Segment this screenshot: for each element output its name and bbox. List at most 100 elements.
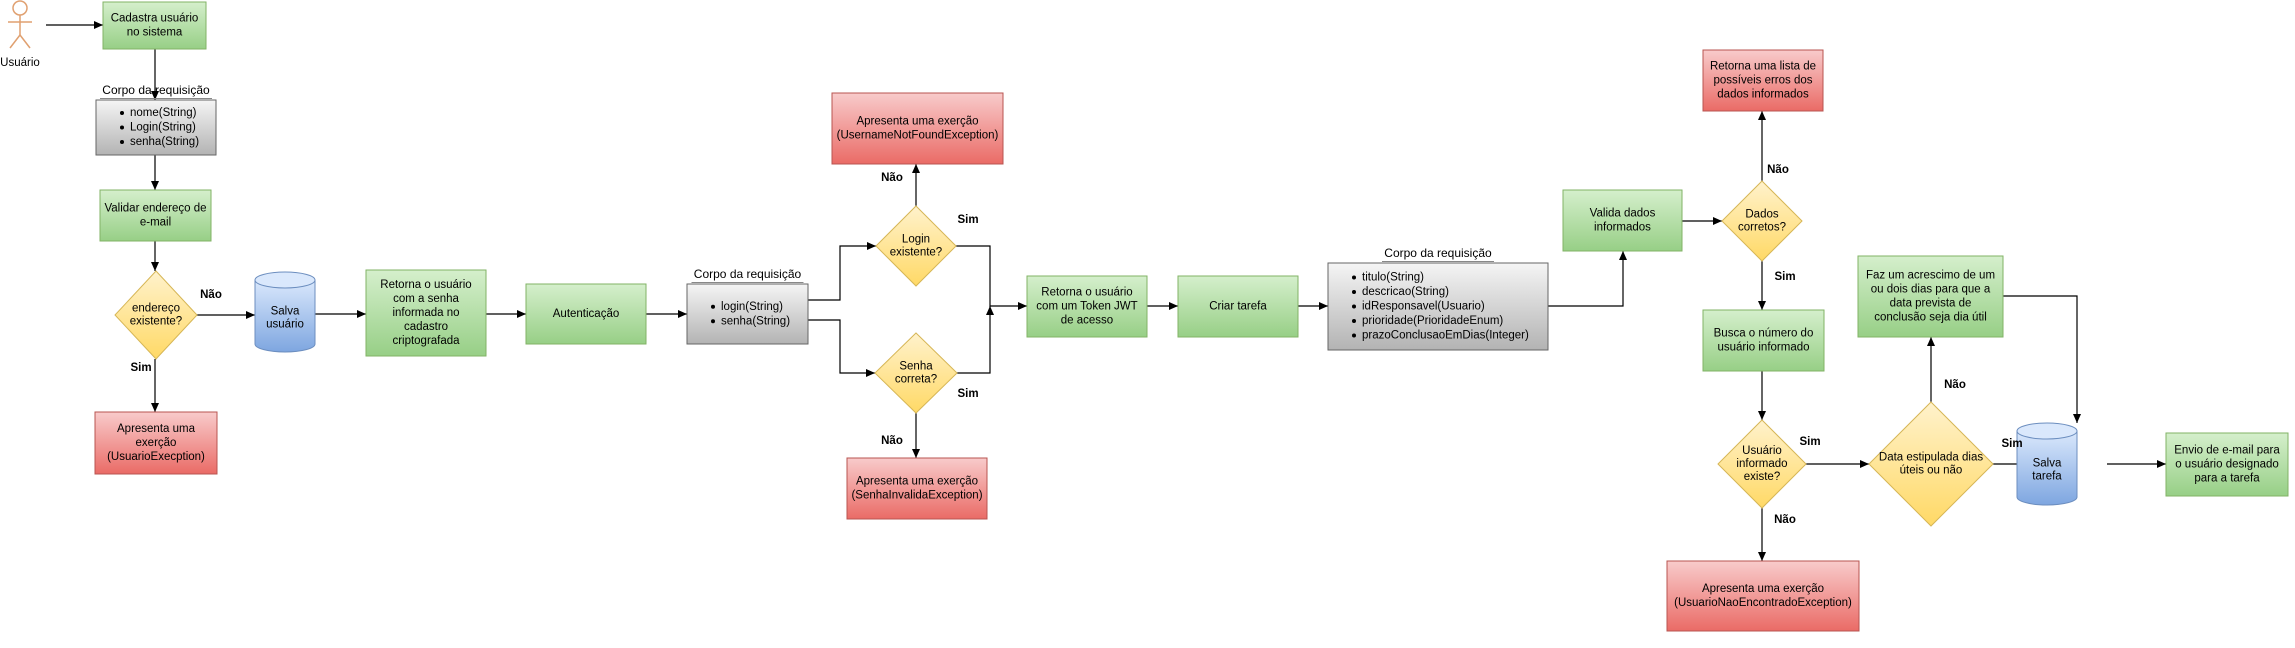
edge-label-sim_exc: Sim — [130, 362, 151, 374]
edge-login-token — [956, 245, 1027, 310]
node-retorna-usuario-shape — [365, 269, 487, 357]
node-corpo-requisicao-3[interactable]: Corpo da requisiçãotitulo(String)descric… — [1327, 246, 1549, 351]
node-validar-email-line: Validar endereço de — [104, 203, 206, 215]
node-exc-usuario-nao-encontrado[interactable]: Apresenta uma exerção(UsuarioNaoEncontra… — [1666, 560, 1860, 632]
edge-label-sim_senha: Sim — [957, 388, 978, 400]
node-retorna-usuario-line: cadastro — [404, 321, 448, 333]
node-envio-email-line: para a tarefa — [2194, 473, 2260, 485]
node-dados-corretos-line: corretos? — [1738, 222, 1786, 234]
node-data-uteis-shape — [1868, 401, 1994, 527]
node-busca-usuario-shape — [1702, 309, 1825, 372]
node-corpo-requisicao-1-title: Corpo da requisição — [102, 83, 210, 97]
actor-usuario[interactable]: Usuário — [0, 0, 40, 69]
node-valida-dados-line: Valida dados — [1590, 208, 1656, 220]
node-validar-email-line: e-mail — [140, 217, 171, 229]
node-senha-correta-shape — [874, 332, 958, 414]
node-salva-tarefa-top — [2016, 422, 2078, 440]
node-salva-tarefa-line: tarefa — [2032, 471, 2062, 483]
node-corpo-requisicao-2[interactable]: Corpo da requisiçãologin(String)senha(St… — [686, 267, 809, 345]
node-endereco-existente-line: existente? — [130, 316, 182, 328]
node-autenticacao[interactable]: Autenticação — [525, 283, 647, 345]
edge-label-nao_acrescimo: Não — [1944, 379, 1966, 391]
edge-corpo3-valida — [1548, 251, 1627, 307]
bullet-icon — [711, 304, 715, 309]
edge-corpo2-senha — [808, 319, 875, 377]
bullet-icon — [120, 140, 124, 144]
edge-label-sim_data: Sim — [1799, 436, 1820, 448]
node-senha-correta-line: correta? — [895, 374, 937, 386]
node-salva-usuario-line: usuário — [266, 319, 304, 331]
node-usuario-existe-line: Usuário — [1742, 445, 1782, 457]
node-endereco-existente-line: endereço — [132, 303, 180, 315]
node-retorna-token-line: com um Token JWT — [1036, 301, 1137, 313]
node-retorna-usuario-line: criptografada — [392, 335, 460, 347]
bullet-icon — [120, 111, 124, 115]
node-acrescimo-line: Faz um acrescimo de um — [1866, 270, 1995, 282]
node-usuario-existe-shape — [1717, 419, 1807, 509]
node-valida-dados-line: informados — [1594, 222, 1651, 234]
node-acrescimo-shape — [1857, 255, 2004, 338]
node-envio-email-shape — [2165, 432, 2289, 497]
edge-label-sim_login: Sim — [957, 214, 978, 226]
node-corpo-requisicao-2-title: Corpo da requisição — [694, 267, 802, 281]
node-exc-username-line: Apresenta uma exerção — [856, 116, 978, 128]
node-retorna-usuario-line: informada no — [392, 307, 459, 319]
node-salva-tarefa-body — [2016, 431, 2078, 506]
node-corpo-requisicao-3-title: Corpo da requisição — [1384, 246, 1492, 260]
node-salva-usuario-top — [254, 271, 316, 289]
node-retorna-erros-line: possíveis erros dos — [1713, 75, 1812, 87]
node-exc-usuario-nao-encontrado-line: (UsuarioNaoEncontradoException) — [1674, 597, 1852, 609]
actor-label: Usuário — [0, 57, 40, 69]
node-exc-usuario-shape — [94, 411, 218, 475]
node-corpo-requisicao-1[interactable]: Corpo da requisiçãonome(String)Login(Str… — [95, 83, 217, 156]
node-corpo-requisicao-2-shape — [686, 283, 809, 345]
bullet-icon — [1352, 275, 1356, 280]
edge-label-sim_busca: Sim — [1774, 271, 1795, 283]
edge-label-nao_username: Não — [881, 172, 903, 184]
edge-label-nao_exc_usuario: Não — [1774, 514, 1796, 526]
node-exc-usuario-line: (UsuarioExecption) — [107, 451, 205, 463]
node-exc-username-line: (UsernameNotFoundException) — [837, 130, 999, 142]
person-leg-right — [19, 34, 31, 49]
edge-label-nao_salva: Não — [200, 289, 222, 301]
node-autenticacao-line: Autenticação — [553, 308, 620, 320]
node-corpo-requisicao-3-shape — [1327, 262, 1549, 351]
node-exc-senha-line: (SenhaInvalidaException) — [851, 490, 982, 502]
node-valida-dados-shape — [1562, 189, 1683, 252]
node-valida-dados[interactable]: Valida dados informados — [1562, 189, 1683, 252]
node-exc-username[interactable]: Apresenta uma exerção (UsernameNotFoundEx… — [831, 92, 1004, 165]
node-retorna-erros-line: dados informados — [1717, 89, 1809, 101]
node-validar-email[interactable]: Validar endereço de e-mail — [99, 189, 212, 242]
bullet-icon — [711, 319, 715, 324]
node-criar-tarefa[interactable]: Criar tarefa — [1177, 275, 1299, 338]
node-corpo-requisicao-1-shape — [95, 99, 217, 156]
edge-acrescimo-salva — [2003, 295, 2081, 423]
node-exc-usuario-line: exerção — [136, 437, 177, 449]
node-cadastra-usuario-shape — [102, 1, 207, 50]
bullet-icon — [1352, 319, 1356, 323]
node-retorna-token-line: de acesso — [1061, 315, 1113, 327]
node-acrescimo-line: data prevista de — [1890, 298, 1972, 310]
node-validar-email-shape — [99, 189, 212, 242]
edge-corpo2-login — [808, 242, 876, 301]
node-exc-senha[interactable]: Apresenta uma exerção(SenhaInvalidaExcep… — [846, 457, 988, 520]
